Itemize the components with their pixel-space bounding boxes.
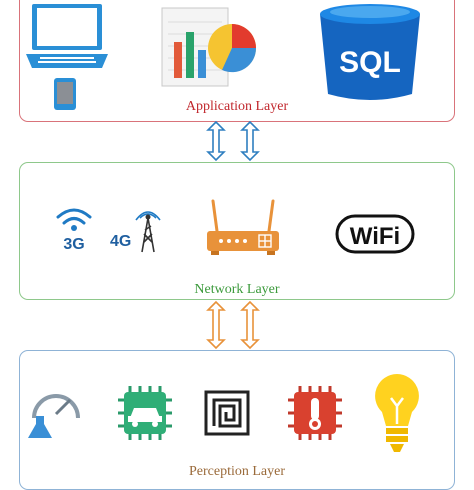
laptop-icon: [26, 4, 108, 68]
chart-report-icon: [161, 7, 257, 87]
rfid-tag-icon: [204, 390, 250, 436]
app-network-arrows: [206, 120, 260, 162]
sql-text: SQL: [339, 46, 401, 79]
3g-text: 3G: [63, 236, 84, 253]
3g-signal-icon: 3G: [56, 208, 92, 253]
temperature-chip-icon: [288, 386, 342, 440]
4g-text: 4G: [110, 233, 131, 250]
sql-database-icon: SQL: [320, 4, 420, 100]
perception-layer-label: Perception Layer: [188, 464, 285, 479]
car-chip-icon: [118, 386, 172, 440]
4g-tower-icon: 4G: [110, 211, 161, 253]
smartphone-icon: [54, 78, 76, 110]
lightbulb-icon: [375, 374, 419, 452]
network-layer-label: Network Layer: [194, 282, 280, 297]
router-icon: [207, 199, 279, 255]
gauge-flask-icon: [28, 394, 80, 438]
application-layer-label: Application Layer: [185, 99, 289, 114]
wifi-text: WiFi: [350, 223, 400, 250]
network-perception-arrows: [206, 300, 260, 350]
wifi-icon: WiFi: [335, 214, 415, 254]
